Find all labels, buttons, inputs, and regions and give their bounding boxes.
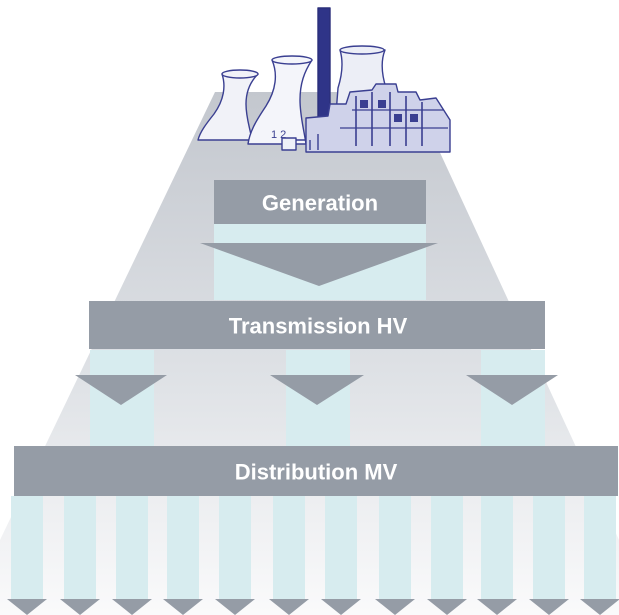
distribution-column <box>116 496 148 600</box>
distribution-column <box>325 496 357 600</box>
distribution-arrow <box>321 599 361 615</box>
distribution-arrow <box>580 599 619 615</box>
svg-text:1 2: 1 2 <box>271 129 286 141</box>
distribution-arrow <box>375 599 415 615</box>
distribution-arrow <box>112 599 152 615</box>
distribution-arrow <box>529 599 569 615</box>
distribution-column <box>584 496 616 600</box>
distribution-arrow <box>427 599 467 615</box>
distribution-column <box>219 496 251 600</box>
distribution-column <box>64 496 96 600</box>
distribution-arrow <box>7 599 47 615</box>
generation-bar <box>214 180 426 224</box>
generation-label: Generation <box>262 191 378 216</box>
distribution-column <box>379 496 411 600</box>
flow-columns <box>11 224 616 600</box>
distribution-column <box>167 496 199 600</box>
transmission-arrow-left <box>75 375 167 405</box>
distribution-columns <box>11 496 616 600</box>
distribution-column <box>533 496 565 600</box>
distribution-label: Distribution MV <box>235 460 398 485</box>
distribution-arrow <box>163 599 203 615</box>
distribution-bar <box>14 446 618 496</box>
power-plant-icon: 1 2 <box>197 7 451 153</box>
distribution-column <box>11 496 43 600</box>
transmission-bar <box>89 301 545 349</box>
distribution-arrow <box>215 599 255 615</box>
distribution-column <box>431 496 463 600</box>
transmission-label: Transmission HV <box>229 314 408 339</box>
distribution-arrow <box>60 599 100 615</box>
distribution-column <box>481 496 513 600</box>
distribution-column <box>273 496 305 600</box>
transmission-arrow-right <box>466 375 558 405</box>
transmission-arrow-center <box>270 375 364 405</box>
distribution-arrow <box>477 599 517 615</box>
distribution-arrow <box>269 599 309 615</box>
generation-arrow <box>200 243 438 286</box>
distribution-arrows <box>7 599 619 615</box>
